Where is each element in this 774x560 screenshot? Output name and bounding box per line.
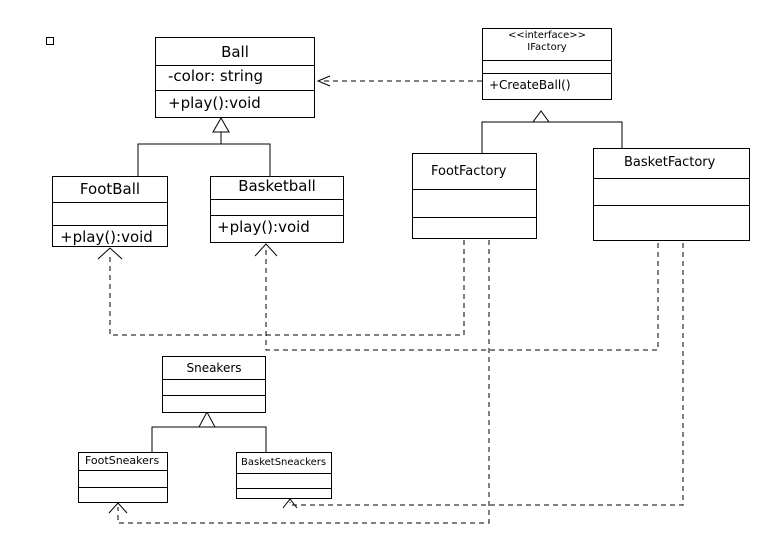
class-ball-divider (156, 65, 314, 66)
class-footsneakers[interactable]: FootSneakers (78, 452, 168, 503)
class-football-divider (53, 225, 167, 226)
class-basketball-name: Basketball (238, 177, 316, 195)
class-football-method: +play():void (60, 228, 153, 246)
class-football[interactable]: FootBall +play():void (52, 176, 168, 247)
class-ifactory[interactable]: <<interface>> IFactory +CreateBall() (482, 28, 612, 100)
class-basketsneackers-divider (237, 473, 331, 474)
class-football-divider (53, 202, 167, 203)
class-ball-attribute: -color: string (168, 67, 263, 85)
class-ball-method: +play():void (168, 94, 261, 112)
class-football-name: FootBall (79, 180, 141, 198)
class-sneakers-divider (163, 395, 265, 396)
class-ifactory-method: +CreateBall() (489, 78, 571, 92)
basketball-arrowhead (254, 243, 278, 257)
class-basketball[interactable]: Basketball +play():void (210, 176, 344, 243)
class-ball[interactable]: Ball -color: string +play():void (155, 37, 315, 118)
class-footfactory-divider (413, 217, 536, 218)
footfactory-football-dependency (109, 240, 465, 336)
class-ball-divider (156, 90, 314, 91)
class-basketsneackers-divider (237, 488, 331, 489)
class-footsneakers-divider (79, 470, 167, 471)
class-sneakers-name: Sneakers (186, 361, 242, 375)
class-sneakers-divider (163, 379, 265, 380)
class-footsneakers-divider (79, 487, 167, 488)
football-arrowhead (97, 247, 123, 260)
class-basketsneackers-name: BasketSneackers (241, 457, 327, 468)
class-basketfactory-divider (594, 205, 749, 206)
class-basketball-method: +play():void (217, 218, 310, 236)
sneakers-generalization-arrow (198, 410, 216, 428)
small-square-glyph (46, 37, 54, 45)
class-basketsneackers[interactable]: BasketSneackers (236, 452, 332, 499)
class-sneakers[interactable]: Sneakers (162, 356, 266, 413)
class-basketball-divider (211, 215, 343, 216)
class-footfactory-name: FootFactory (431, 164, 507, 179)
class-ifactory-stereotype: <<interface>> (507, 30, 587, 41)
class-footfactory-divider (413, 189, 536, 190)
class-ifactory-divider (483, 73, 611, 74)
sneakers-inheritance-branch (151, 426, 267, 452)
class-ifactory-name: IFactory (527, 42, 567, 53)
class-footsneakers-name: FootSneakers (85, 454, 160, 467)
factory-generalization-arrow (532, 110, 550, 123)
ball-generalization-arrow (212, 116, 230, 133)
class-basketfactory[interactable]: BasketFactory (593, 148, 750, 241)
footsneakers-arrowhead (108, 502, 128, 514)
basketfactory-basketsneackers-dependency (289, 243, 684, 506)
class-ifactory-divider (483, 60, 611, 61)
class-ball-name: Ball (221, 43, 249, 61)
basketfactory-basketball-dependency (265, 243, 659, 351)
class-footfactory[interactable]: FootFactory (412, 153, 537, 239)
factory-ball-arrowhead (316, 75, 331, 87)
class-basketball-divider (211, 199, 343, 200)
ball-inheritance-branch (137, 143, 271, 176)
basketsneackers-arrowhead (282, 498, 298, 509)
class-basketfactory-divider (594, 178, 749, 179)
class-basketfactory-name: BasketFactory (624, 155, 716, 170)
